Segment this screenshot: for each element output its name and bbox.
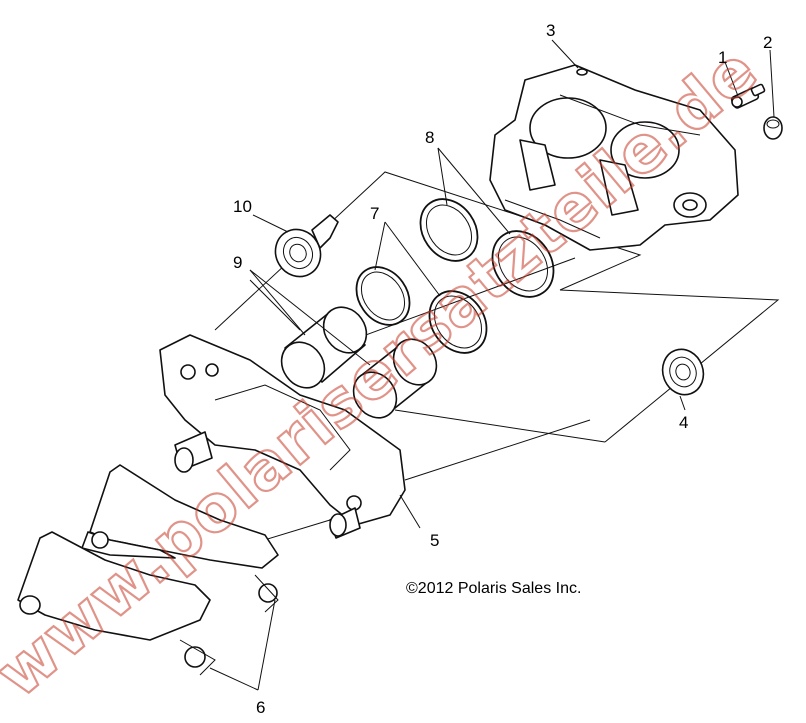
callout-9: 9 bbox=[233, 253, 242, 272]
caliper-bracket bbox=[159, 334, 406, 539]
caliper-housing bbox=[489, 64, 739, 251]
callout-8: 8 bbox=[425, 128, 434, 147]
callout-4: 4 bbox=[679, 413, 688, 432]
watermark: www.polarisersatzteile.de bbox=[0, 33, 772, 712]
dust-seals bbox=[355, 266, 488, 354]
callout-5: 5 bbox=[430, 531, 439, 550]
callout-1: 1 bbox=[718, 48, 727, 67]
callout-7: 7 bbox=[370, 204, 379, 223]
callout-labels: 1 2 3 4 5 6 7 8 9 10 bbox=[233, 21, 772, 717]
bleeder-valve bbox=[730, 83, 766, 109]
callout-2: 2 bbox=[763, 33, 772, 52]
callout-3: 3 bbox=[546, 21, 555, 40]
slide-pin-boot-lower bbox=[661, 348, 705, 396]
callout-10: 10 bbox=[233, 197, 252, 216]
leader-lines bbox=[209, 39, 775, 691]
bleeder-cap bbox=[763, 116, 783, 140]
brake-pads bbox=[17, 464, 279, 676]
piston-seals bbox=[419, 198, 555, 298]
pistons bbox=[280, 306, 438, 419]
slide-pin-boot bbox=[274, 214, 339, 278]
callout-6: 6 bbox=[256, 698, 265, 717]
copyright-notice: ©2012 Polaris Sales Inc. bbox=[406, 580, 581, 597]
